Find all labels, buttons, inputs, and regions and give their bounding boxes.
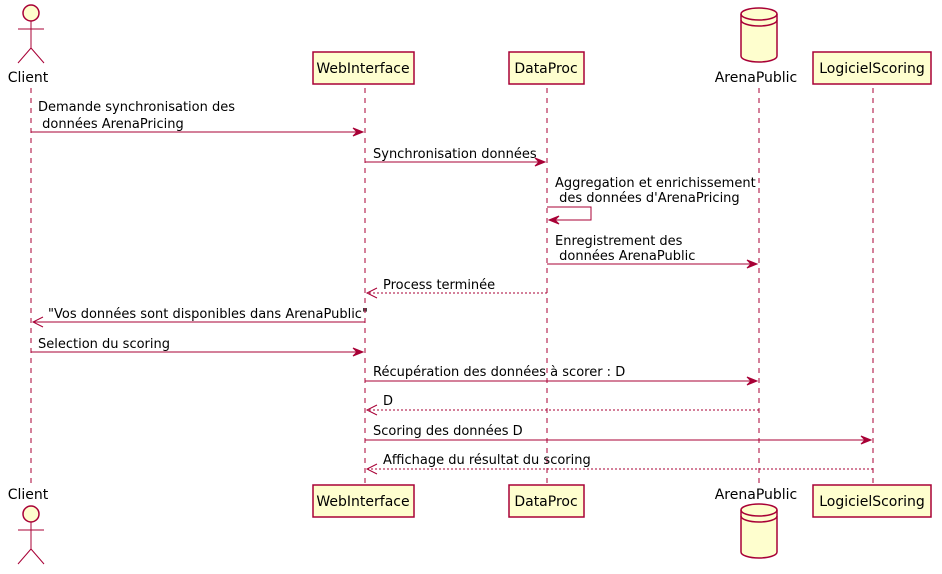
message-label: Synchronisation données xyxy=(373,147,537,162)
message-4: Enregistrement des données ArenaPublic xyxy=(547,234,759,269)
arrowhead xyxy=(746,259,759,269)
database-arenapublic-top: ArenaPublic xyxy=(715,7,798,86)
participant-logicielscoring-bottom: LogicielScoring xyxy=(812,484,932,518)
participant-logicielscoring-top: LogicielScoring xyxy=(812,51,932,85)
message-label: Process terminée xyxy=(383,278,495,293)
messages: Demande synchronisation des données Aren… xyxy=(31,100,873,475)
message-7: Selection du scoring xyxy=(31,337,365,357)
message-9: D xyxy=(365,394,759,416)
actor-client-top: Client xyxy=(8,4,49,86)
participants-top: Client WebInterface DataProc ArenaPublic… xyxy=(8,4,932,86)
arrowhead xyxy=(746,376,759,386)
participant-label: WebInterface xyxy=(316,494,409,510)
database-icon xyxy=(740,7,778,63)
actor-client-bottom: Client xyxy=(8,487,49,565)
message-label: Enregistrement des xyxy=(555,234,683,249)
participant-label: DataProc xyxy=(514,61,577,77)
participant-webinterface-top: WebInterface xyxy=(312,51,415,85)
message-label: Demande synchronisation des xyxy=(38,100,235,115)
message-label: Selection du scoring xyxy=(38,337,170,352)
message-label: D xyxy=(383,394,393,409)
participant-webinterface-bottom: WebInterface xyxy=(312,484,415,518)
message-10: Scoring des données D xyxy=(365,424,873,445)
message-11: Affichage du résultat du scoring xyxy=(365,453,873,475)
arrowhead xyxy=(365,463,378,475)
participant-label: LogicielScoring xyxy=(819,61,925,77)
participant-label: WebInterface xyxy=(316,61,409,77)
participants-bottom: Client WebInterface DataProc ArenaPublic xyxy=(8,484,932,565)
message-label: Scoring des données D xyxy=(373,424,523,439)
actor-icon xyxy=(17,4,45,64)
message-label: Affichage du résultat du scoring xyxy=(383,453,591,468)
arrowhead xyxy=(31,316,44,328)
arrowhead xyxy=(860,435,873,445)
actor-label: Client xyxy=(8,70,49,86)
message-label: Récupération des données à scorer : D xyxy=(373,365,625,380)
message-label: données ArenaPublic xyxy=(555,249,695,264)
database-arenapublic-bottom: ArenaPublic xyxy=(715,487,798,559)
lifelines xyxy=(30,88,874,484)
message-label: "Vos données sont disponibles dans Arena… xyxy=(48,307,368,322)
message-5: Process terminée xyxy=(365,278,547,299)
message-8: Récupération des données à scorer : D xyxy=(365,365,759,386)
arrowhead xyxy=(547,215,560,225)
message-6: "Vos données sont disponibles dans Arena… xyxy=(31,307,368,328)
arrowhead xyxy=(534,157,547,167)
message-label: Aggregation et enrichissement xyxy=(555,176,756,191)
message-label: données ArenaPricing xyxy=(38,117,184,132)
arrowhead xyxy=(365,287,378,299)
arrowhead xyxy=(352,347,365,357)
database-icon xyxy=(740,503,778,559)
participant-label: DataProc xyxy=(514,494,577,510)
database-label: ArenaPublic xyxy=(715,487,798,503)
actor-icon xyxy=(17,505,45,565)
message-1: Demande synchronisation des données Aren… xyxy=(31,100,365,137)
message-label: des données d'ArenaPricing xyxy=(555,191,740,206)
participant-dataproc-top: DataProc xyxy=(508,51,585,85)
participant-label: LogicielScoring xyxy=(819,494,925,510)
arrowhead xyxy=(352,127,365,137)
database-label: ArenaPublic xyxy=(715,70,798,86)
message-2: Synchronisation données xyxy=(365,147,547,167)
actor-label: Client xyxy=(8,487,49,503)
arrowhead xyxy=(365,404,378,416)
participant-dataproc-bottom: DataProc xyxy=(508,484,585,518)
message-3: Aggregation et enrichissement des donnée… xyxy=(547,176,756,225)
